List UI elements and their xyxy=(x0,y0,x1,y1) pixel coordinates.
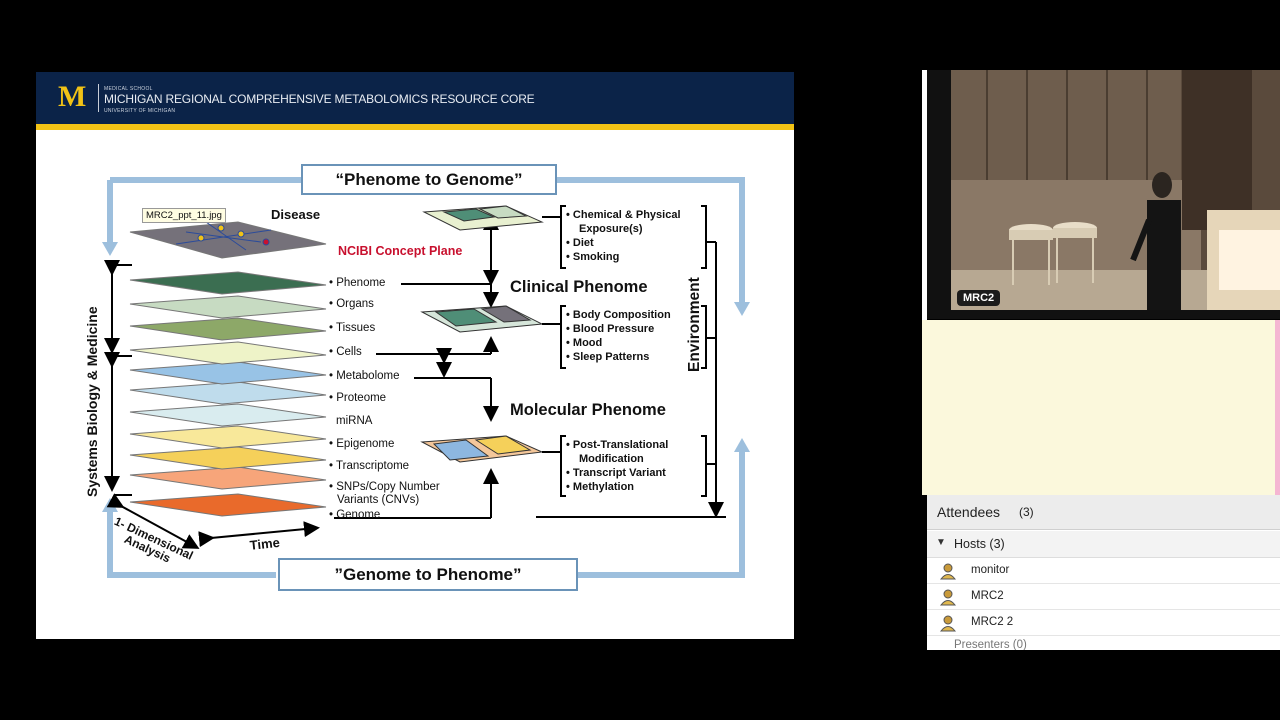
layer-label-cnvs: Variants (CNVs) xyxy=(337,494,420,506)
attendees-count: (3) xyxy=(1019,505,1034,519)
clinical-item-sleep: • Sleep Patterns xyxy=(566,351,650,363)
time-label: Time xyxy=(249,534,281,553)
host-user-icon xyxy=(939,589,957,606)
molecular-item-modification: Modification xyxy=(579,453,644,465)
logo-divider xyxy=(98,84,99,112)
image-tooltip: MRC2_ppt_11.jpg xyxy=(142,208,226,223)
host-user-icon xyxy=(939,615,957,632)
layer-label-organs: • Organs xyxy=(329,298,374,310)
attendee-name: MRC2 xyxy=(971,590,1004,602)
layer-label-tissues: • Tissues xyxy=(329,322,376,334)
systems-biology-label: Systems Biology & Medicine xyxy=(84,306,100,497)
env-item-exposure: Exposure(s) xyxy=(579,223,643,235)
phenome-to-genome-box: “Phenome to Genome” xyxy=(301,164,557,195)
layer-label-genome: • Genome xyxy=(329,509,381,521)
attendee-row[interactable]: MRC2 2 xyxy=(927,610,1280,636)
attendees-header[interactable]: Attendees (3) xyxy=(927,495,1280,530)
ncibi-concept-plane-label: NCIBI Concept Plane xyxy=(338,244,463,258)
video-bottom-bar xyxy=(927,310,1280,319)
header-small-top: MEDICAL SCHOOL xyxy=(104,86,153,92)
attendees-title: Attendees xyxy=(937,504,1001,520)
clinical-item-bp: • Blood Pressure xyxy=(566,323,655,335)
university-logo: M xyxy=(58,80,87,113)
header-small-bottom: UNIVERSITY OF MICHIGAN xyxy=(104,108,176,114)
pink-border xyxy=(1275,320,1280,495)
layer-label-transcriptome: • Transcriptome xyxy=(329,460,410,472)
presenters-group-label: Presenters (0) xyxy=(954,639,1027,650)
layer-label-epigenome: • Epigenome xyxy=(329,438,395,450)
host-user-icon xyxy=(939,563,957,580)
panel-separator xyxy=(922,70,927,320)
plane-bottom xyxy=(420,435,544,463)
attendees-panel: Attendees (3) ▼ Hosts (3) monitor MRC2 M… xyxy=(927,495,1280,650)
layer-stack xyxy=(129,221,327,517)
clinical-item-body: • Body Composition xyxy=(566,309,671,321)
molecular-item-methylation: • Methylation xyxy=(566,481,635,493)
plane-mid xyxy=(420,305,544,333)
layer-label-cells: • Cells xyxy=(329,346,362,358)
genome-to-phenome-box: ”Genome to Phenome” xyxy=(278,558,578,591)
outer-blue-frame xyxy=(107,177,745,578)
webcam-video: MRC2 xyxy=(927,70,1280,319)
shared-content-area xyxy=(922,320,1280,495)
header-title: MICHIGAN REGIONAL COMPREHENSIVE METABOLO… xyxy=(104,92,535,106)
molecular-phenome-label: Molecular Phenome xyxy=(510,401,666,419)
slide-header-bar: M MEDICAL SCHOOL MICHIGAN REGIONAL COMPR… xyxy=(36,72,794,130)
molecular-item-ptm: • Post-Translational xyxy=(566,439,669,451)
layer-label-phenome: • Phenome xyxy=(329,277,386,289)
env-item-chemical: • Chemical & Physical xyxy=(566,209,681,221)
presenters-group-toggle[interactable]: Presenters (0) xyxy=(927,636,1280,650)
video-name-label: MRC2 xyxy=(957,290,1001,306)
molecular-item-transcript: • Transcript Variant xyxy=(566,467,666,479)
environment-label: Environment xyxy=(686,277,703,372)
video-left-edge xyxy=(927,70,951,319)
presentation-slide: M MEDICAL SCHOOL MICHIGAN REGIONAL COMPR… xyxy=(36,72,794,639)
env-item-diet: • Diet xyxy=(566,237,594,249)
disease-network xyxy=(175,221,272,251)
layer-label-snps: • SNPs/Copy Number xyxy=(329,481,440,493)
attendee-name: MRC2 2 xyxy=(971,616,1014,628)
hosts-group-label: Hosts (3) xyxy=(954,537,1005,551)
plane-top xyxy=(422,205,544,231)
diagram-graphics xyxy=(102,177,750,578)
layer-label-metabolome: • Metabolome xyxy=(329,370,400,382)
disease-label: Disease xyxy=(271,207,321,222)
layer-label-proteome: • Proteome xyxy=(329,392,387,404)
clinical-phenome-label: Clinical Phenome xyxy=(510,278,648,296)
video-scene xyxy=(927,70,1280,319)
clinical-item-mood: • Mood xyxy=(566,337,603,349)
attendee-row[interactable]: MRC2 xyxy=(927,584,1280,610)
env-item-smoking: • Smoking xyxy=(566,251,620,263)
header-gold-stripe xyxy=(36,124,794,130)
collapse-arrow-icon: ▼ xyxy=(936,537,946,548)
attendee-name: monitor xyxy=(971,564,1010,576)
hosts-group-toggle[interactable]: ▼ Hosts (3) xyxy=(927,531,1280,558)
attendee-row[interactable]: monitor xyxy=(927,558,1280,584)
layer-label-mirna: miRNA xyxy=(336,415,373,427)
